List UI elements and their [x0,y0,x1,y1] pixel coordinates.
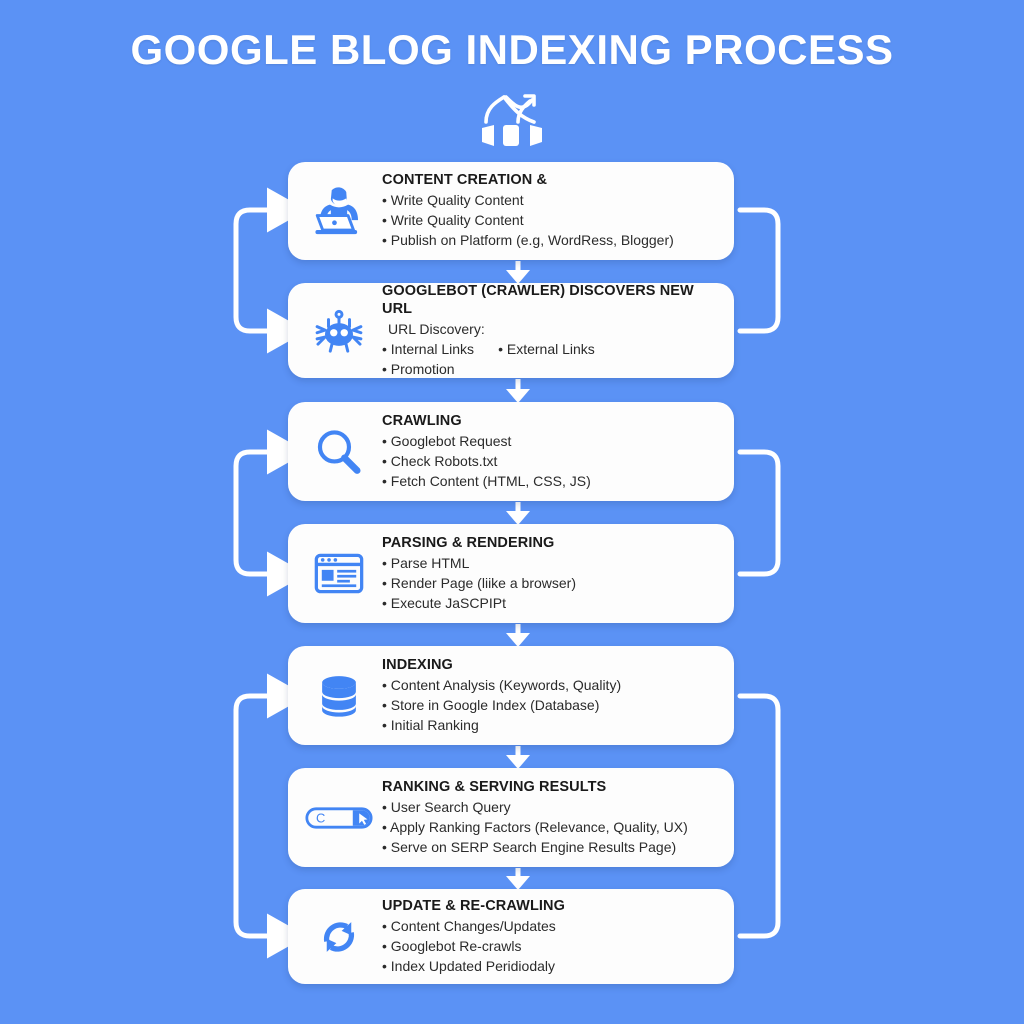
step-line: • Store in Google Index (Database) [382,696,600,713]
flow-step-content-creation[interactable]: CONTENT CREATION & • Write Quality Conte… [288,162,734,260]
step-line: • Fetch Content (HTML, CSS, JS) [382,472,591,489]
step-line: • Serve on SERP Search Engine Results Pa… [382,838,677,855]
card-body: CRAWLING • Googlebot Request • Check Rob… [376,412,724,492]
step-line: • Internal Links [382,340,475,357]
step-line: • Googlebot Re-crawls [382,937,522,954]
step-line: • Publish on Platform (e.g, WordRess, Bl… [382,232,674,248]
connector-bracket-left-group-c [233,693,275,939]
step-line: • Promotion [382,360,455,377]
card-body: GOOGLEBOT (CRAWLER) DISCOVERS NEW URL UR… [376,282,724,380]
step-title: UPDATE & RE-CRAWLING [382,897,565,914]
step-line: • Initial Ranking [382,716,479,733]
connector-bracket-left-group-b [233,449,275,577]
step-title: GOOGLEBOT (CRAWLER) DISCOVERS NEW URL [382,282,694,317]
step-line: • Apply Ranking Factors (Relevance, Qual… [382,818,688,835]
step-line: • Content Changes/Updates [382,917,556,934]
step-line: • Write Quality Content [382,192,524,209]
step-title: CONTENT CREATION & [382,172,548,189]
step-line-row: • Internal Links • External Links [382,340,722,360]
connector-bracket-right-group-c [737,693,781,939]
network-growth-icon [476,92,548,150]
step-line: • Check Robots.txt [382,452,498,469]
step-title: INDEXING [382,656,453,673]
step-title: CRAWLING [382,412,462,429]
search-bar-cursor-icon: C [302,785,376,851]
step-title: RANKING & SERVING RESULTS [382,778,607,795]
step-line: • Execute JaSCPIPt [382,594,506,611]
step-line: • Parse HTML [382,554,470,571]
card-body: UPDATE & RE-CRAWLING • Content Changes/U… [376,897,724,977]
connector-bracket-right-group-a [737,207,781,334]
step-title: PARSING & RENDERING [382,534,555,551]
card-body: CONTENT CREATION & • Write Quality Conte… [376,171,724,251]
connector-bracket-right-group-b [737,449,781,577]
person-laptop-icon [302,178,376,244]
card-body: RANKING & SERVING RESULTS • User Search … [376,778,724,858]
flow-step-indexing[interactable]: INDEXING • Content Analysis (Keywords, Q… [288,646,734,745]
svg-text:C: C [316,810,325,825]
step-line: • Write Quality Content [382,212,524,229]
step-line: • Content Analysis (Keywords, Quality) [382,676,622,693]
spider-bot-icon [302,298,376,364]
flow-step-update-recrawling[interactable]: UPDATE & RE-CRAWLING • Content Changes/U… [288,889,734,984]
page-title: GOOGLE BLOG INDEXING PROCESS [130,26,894,73]
step-line: • External Links [498,340,595,357]
browser-window-icon [302,541,376,607]
flow-step-parsing-rendering[interactable]: PARSING & RENDERING • Parse HTML • Rende… [288,524,734,623]
step-line: • Googlebot Request [382,432,512,449]
connector-bracket-left-group-a [233,207,275,334]
card-body: PARSING & RENDERING • Parse HTML • Rende… [376,534,724,614]
flow-step-googlebot-discovery[interactable]: GOOGLEBOT (CRAWLER) DISCOVERS NEW URL UR… [288,283,734,378]
magnifier-icon [302,419,376,485]
step-line: • Index Updated Peridiodaly [382,957,556,974]
step-line: • User Search Query [382,798,511,815]
card-body: INDEXING • Content Analysis (Keywords, Q… [376,656,724,736]
refresh-cycle-icon [302,904,376,970]
flow-step-ranking-serving[interactable]: C RANKING & SERVING RESULTS • User Searc… [288,768,734,867]
flow-step-crawling[interactable]: CRAWLING • Googlebot Request • Check Rob… [288,402,734,501]
step-subhead: URL Discovery: [388,320,485,337]
database-icon [302,663,376,729]
step-line: • Render Page (liike a browser) [382,574,576,591]
